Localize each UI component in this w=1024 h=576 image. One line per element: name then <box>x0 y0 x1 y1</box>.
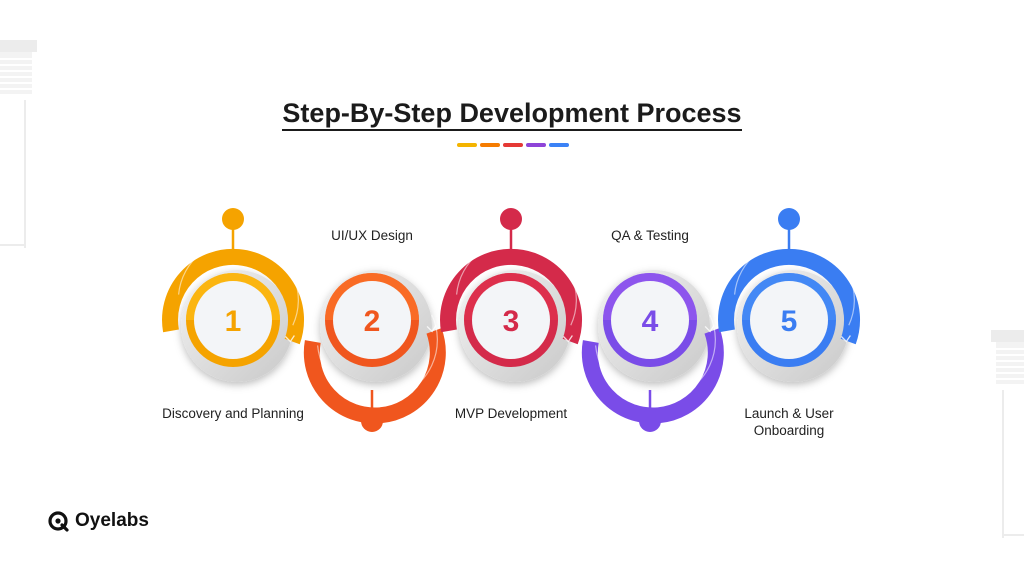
step-2-arc-accent <box>317 314 438 401</box>
step-5-inner-disc <box>750 281 828 359</box>
step-5-number: 5 <box>781 305 798 338</box>
step-1-number: 1 <box>225 305 242 338</box>
step-1-arrow-icon <box>284 335 295 343</box>
step-2-dot <box>361 410 383 432</box>
oyelabs-logo-icon <box>48 511 69 532</box>
step-3-arc <box>440 248 582 345</box>
step-1-inner-disc <box>194 281 272 359</box>
step-2-label: UI/UX Design <box>331 228 413 243</box>
page-title-text: Step-By-Step Development Process <box>282 98 742 131</box>
title-dash-4 <box>526 143 546 147</box>
step-2-inner-disc <box>333 281 411 359</box>
decor-bottom-right <box>991 330 1024 538</box>
step-1-arc <box>162 248 304 345</box>
step-5-arc <box>718 248 860 345</box>
step-4-arrow-icon <box>704 325 715 333</box>
step-4-arc-accent <box>595 314 716 401</box>
step-3-arrow-icon <box>562 335 573 343</box>
page-title: Step-By-Step Development Process <box>0 98 1024 131</box>
title-dash-2 <box>480 143 500 147</box>
step-3-dot <box>500 208 522 230</box>
step-1-arc-accent <box>178 239 299 326</box>
step-4-number: 4 <box>642 305 659 338</box>
step-3-number: 3 <box>503 305 520 338</box>
step-3-label: MVP Development <box>454 406 568 421</box>
title-dash-1 <box>457 143 477 147</box>
step-2-number: 2 <box>364 305 381 338</box>
brand-logo: Oyelabs <box>47 510 149 532</box>
step-4-label: QA & Testing <box>611 228 689 243</box>
step-4-dot <box>639 410 661 432</box>
step-1-label: Discovery and Planning <box>162 406 304 421</box>
step-1-dot <box>222 208 244 230</box>
step-5-arc-accent <box>734 239 855 326</box>
step-3-inner-disc <box>472 281 550 359</box>
title-dash-5 <box>549 143 569 147</box>
steps-layer: 1 2 3 4 5 <box>162 208 860 432</box>
step-3-arc-accent <box>456 239 577 326</box>
decor-top-left <box>0 40 37 248</box>
step-2-arrow-icon <box>426 325 437 333</box>
step-5-arrow-icon <box>840 335 851 343</box>
step-4-inner-disc <box>611 281 689 359</box>
brand-name: Oyelabs <box>75 510 149 531</box>
step-5-dot <box>778 208 800 230</box>
title-underline-dashes <box>457 143 572 147</box>
title-dash-3 <box>503 143 523 147</box>
